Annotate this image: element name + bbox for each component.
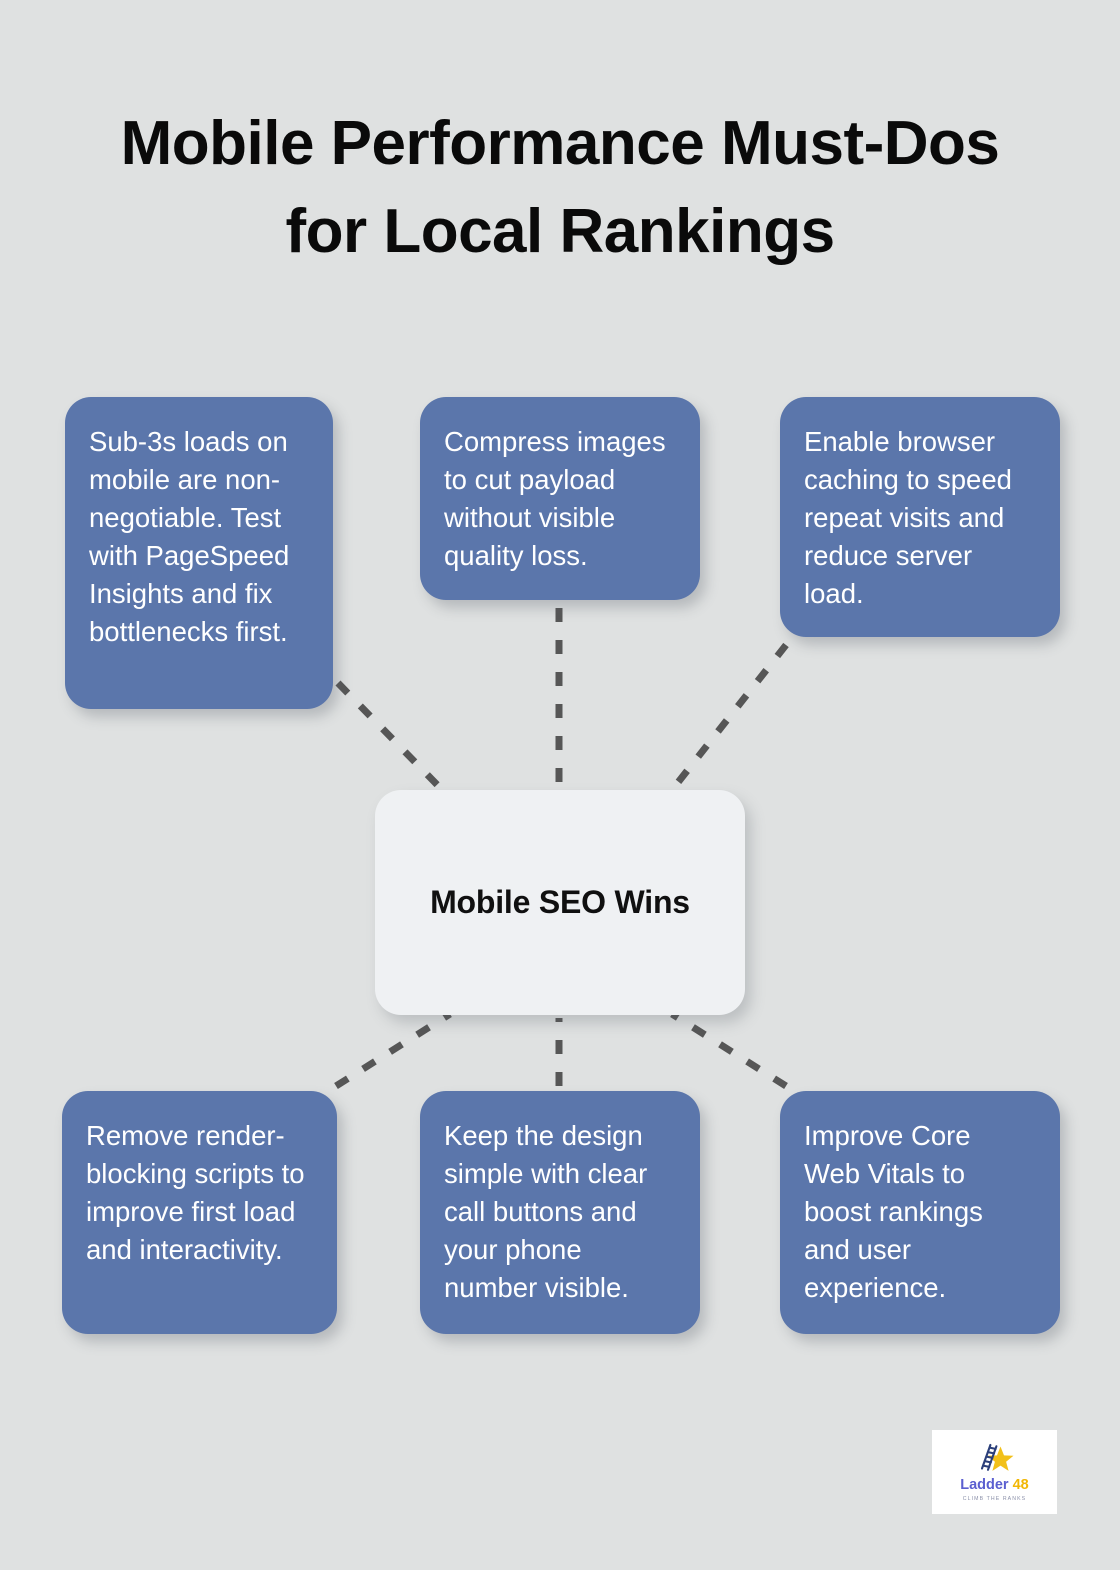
- diagram-node-text: Improve Core Web Vitals to boost ranking…: [804, 1120, 983, 1303]
- ladder-icon: [980, 1443, 997, 1471]
- logo-brand-number: 48: [1012, 1476, 1029, 1493]
- diagram-node-text: Sub-3s loads on mobile are non-negotiabl…: [89, 426, 290, 647]
- logo-tagline: CLIMB THE RANKS: [962, 1496, 1027, 1503]
- logo-brand-name: Ladder: [960, 1476, 1009, 1493]
- page-title: Mobile Performance Must-Dos for Local Ra…: [60, 100, 1060, 276]
- page-title-line-1: Mobile Performance Must-Dos: [120, 109, 1000, 178]
- connector-node-4: [334, 1011, 452, 1089]
- diagram-node-bottom-left[interactable]: Remove render-blocking scripts to improv…: [62, 1091, 337, 1334]
- diagram-node-text: Enable browser caching to speed repeat v…: [804, 426, 1012, 609]
- logo-wordmark: Ladder 48: [960, 1478, 1029, 1493]
- connector-node-3: [669, 642, 789, 793]
- star-icon: [987, 1446, 1013, 1471]
- brand-logo-card: Ladder 48 CLIMB THE RANKS: [932, 1430, 1057, 1514]
- connector-node-6: [670, 1011, 788, 1089]
- diagram-center-node[interactable]: Mobile SEO Wins: [375, 790, 745, 1015]
- diagram-node-bottom-center[interactable]: Keep the design simple with clear call b…: [420, 1091, 700, 1334]
- diagram-node-text: Keep the design simple with clear call b…: [444, 1120, 648, 1303]
- connector-node-1: [335, 680, 455, 803]
- diagram-node-top-right[interactable]: Enable browser caching to speed repeat v…: [780, 397, 1060, 637]
- diagram-node-text: Compress images to cut payload without v…: [444, 426, 666, 571]
- diagram-node-top-center[interactable]: Compress images to cut payload without v…: [420, 397, 700, 600]
- diagram-center-label: Mobile SEO Wins: [430, 884, 690, 920]
- page-title-line-2: for Local Rankings: [285, 197, 835, 267]
- diagram-node-top-left[interactable]: Sub-3s loads on mobile are non-negotiabl…: [65, 397, 333, 709]
- diagram-node-text: Remove render-blocking scripts to improv…: [86, 1120, 305, 1265]
- diagram-node-bottom-right[interactable]: Improve Core Web Vitals to boost ranking…: [780, 1091, 1060, 1334]
- ladder-star-logo-icon: [980, 1443, 1013, 1471]
